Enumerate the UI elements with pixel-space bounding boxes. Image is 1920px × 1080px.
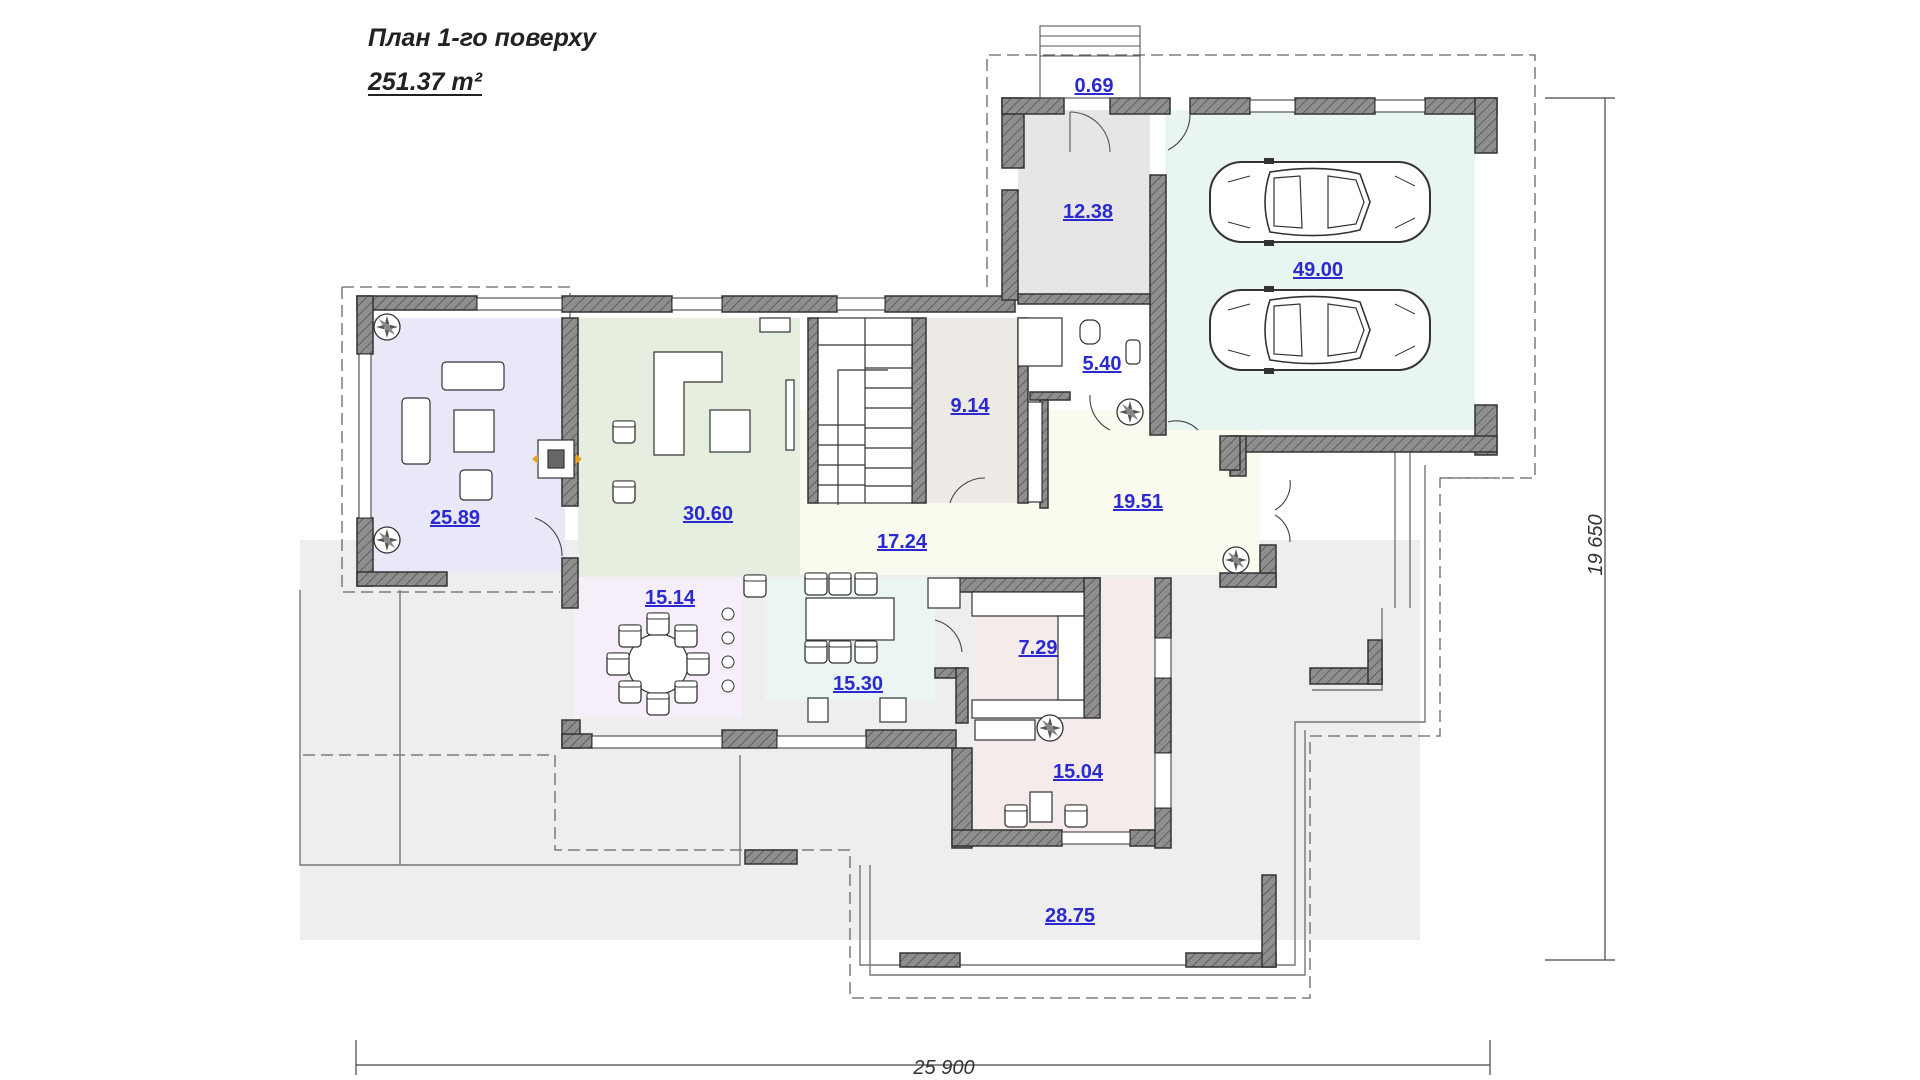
coffee-table [709,409,751,453]
furniture [401,317,1141,823]
door-swings [534,114,1291,653]
total-area: 251.37 m² [368,68,482,96]
tv-unit [785,379,795,451]
hall-wardrobe [1027,401,1043,503]
walls [356,97,1498,968]
wardrobe [1057,615,1085,701]
plan-title: План 1-го поверху [368,24,597,52]
room-area-dressing: 7.29 [1019,637,1058,659]
shelf [974,719,1036,741]
shower [1017,317,1063,367]
pantry-fill [922,318,1018,503]
room-area-boiler: 12.38 [1063,201,1113,223]
wardrobe [971,591,1085,617]
room-labels: 25.89 30.60 17.24 19.51 9.14 5.40 12.38 … [430,75,1343,927]
coffee-table [453,409,495,453]
windows [358,99,1426,845]
room-area-terrace-living: 25.89 [430,507,480,529]
staircase [817,317,913,505]
stove [879,697,907,723]
washbasin [1125,339,1141,365]
wardrobe [971,699,1085,719]
sofa [401,397,431,465]
sofa [441,361,505,391]
width-dimension: 25 900 [912,1057,974,1079]
outline-dashes [300,54,1536,999]
room-area-porch: 0.69 [1075,75,1114,97]
room-area-pantry: 9.14 [951,395,991,417]
armchair [459,469,493,501]
room-area-terrace: 28.75 [1045,905,1095,927]
room-area-kitchen: 15.30 [833,673,883,695]
room-area-living: 30.60 [683,503,733,525]
room-fills [300,110,1475,940]
dimension-lines [355,97,1615,1075]
boiler-fill [1018,110,1150,295]
shelf [759,317,791,333]
depth-dimension: 19 650 [1585,514,1607,575]
room-area-bathroom: 5.40 [1083,353,1122,375]
sink [807,697,829,723]
porch-steps [1039,25,1141,153]
room-area-dining: 15.14 [645,587,696,609]
stools [721,607,735,693]
terrace-edges [299,452,1426,976]
fridge [927,577,961,609]
dining-table-kitchen [805,597,895,641]
desk [1029,791,1053,823]
room-area-garage: 49.00 [1293,259,1343,281]
corner-sofa [653,351,723,456]
room-area-hall: 19.51 [1113,491,1163,513]
toilet [1079,319,1101,345]
room-area-bedroom: 15.04 [1053,761,1104,783]
room-area-stair-hall: 17.24 [877,531,928,553]
